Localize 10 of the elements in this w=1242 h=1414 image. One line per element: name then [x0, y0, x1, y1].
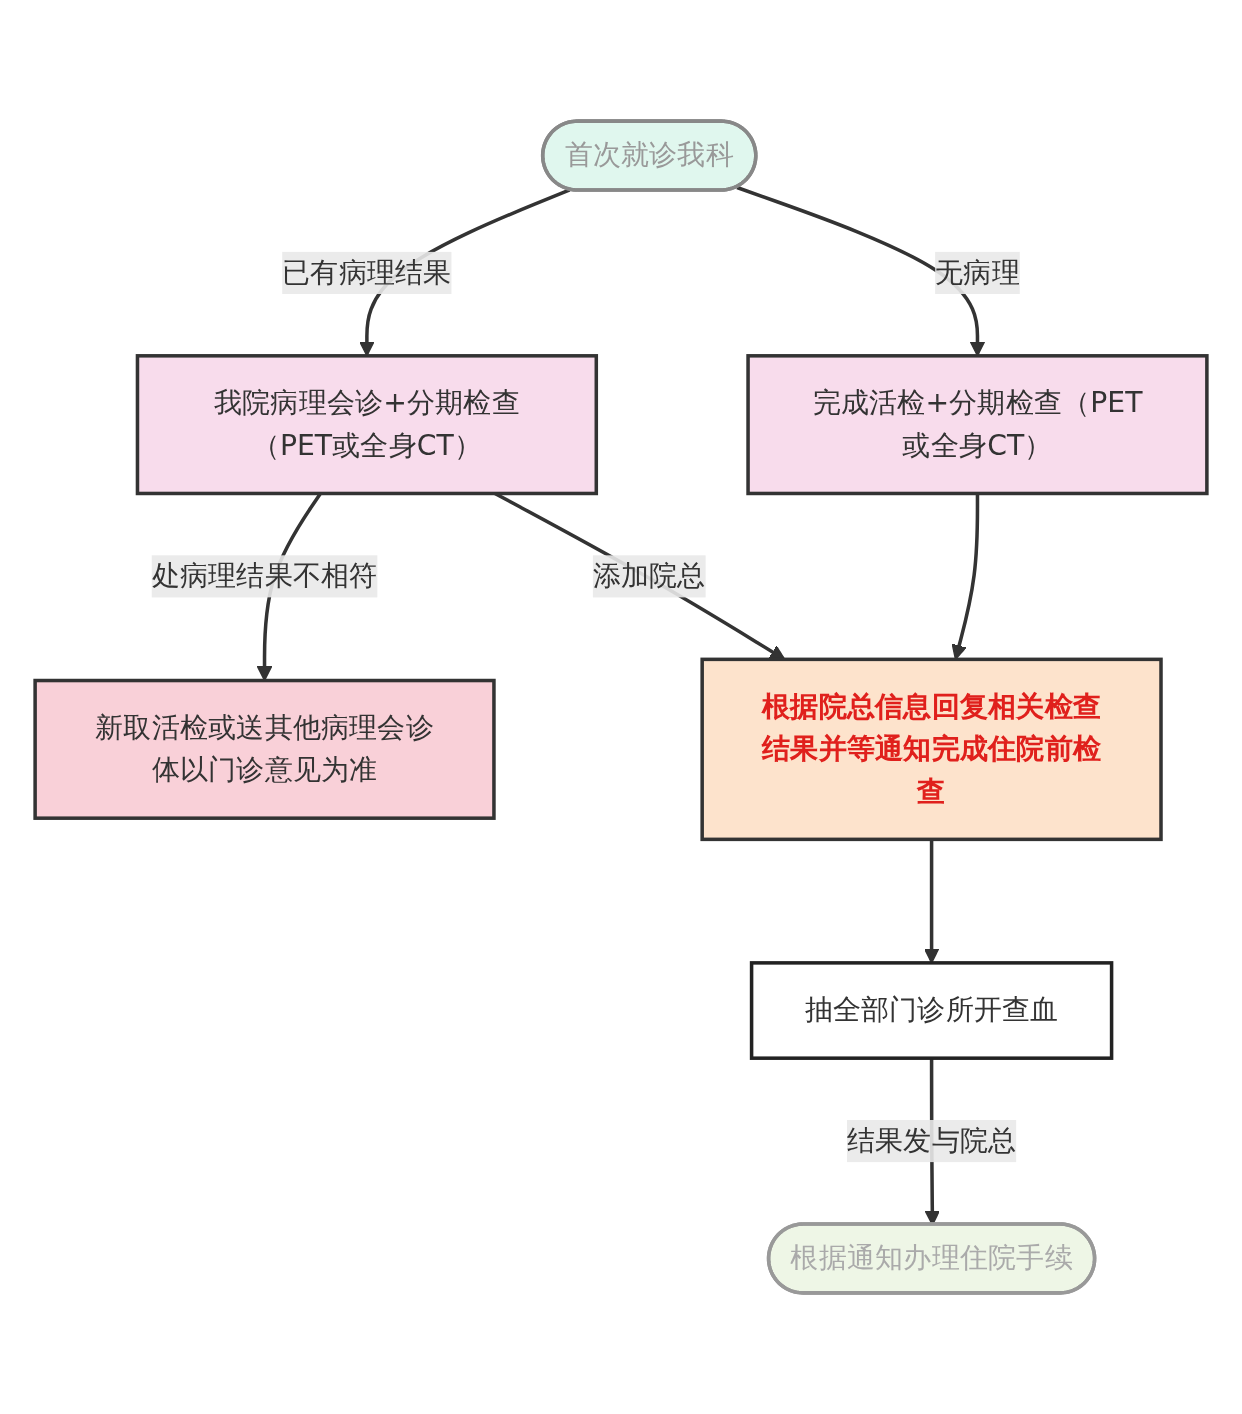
node-box: 抽全部门诊所开查血	[749, 961, 1114, 1060]
node-box: 根据院总信息回复相关检查结果并等通知完成住院前检查	[700, 657, 1163, 842]
edge-label: 结果发与院总	[846, 1123, 1017, 1157]
node-box: 完成活检+分期检查（PET或全身CT）	[746, 354, 1209, 496]
edge-label: 处病理结果不相符	[151, 558, 378, 593]
node-box: 我院病理会诊+分期检查（PET或全身CT）	[135, 354, 599, 496]
edge-label: 无病理	[935, 255, 1020, 289]
edge-label: 添加院总	[592, 558, 706, 593]
edge-label: 已有病理结果	[282, 255, 452, 289]
node-box: 新取活检或送其他病理会诊体以门诊意见为准	[33, 678, 496, 820]
